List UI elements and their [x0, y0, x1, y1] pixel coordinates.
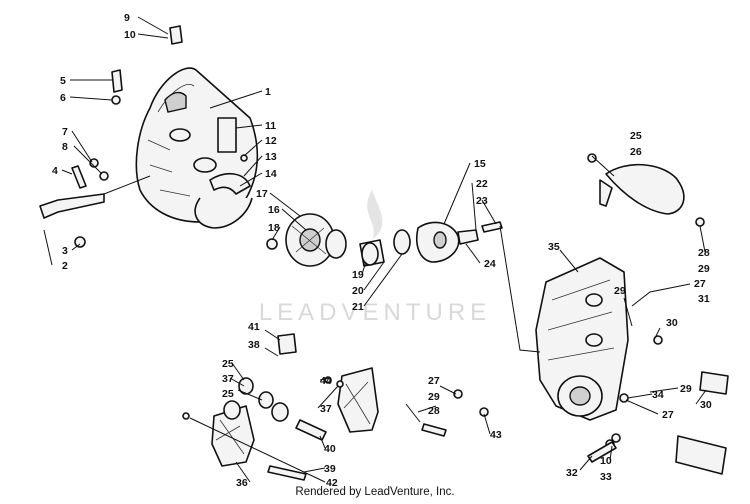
callout-5: 5: [60, 75, 66, 87]
callout-42: 42: [326, 477, 338, 489]
callout-29: 29: [680, 383, 692, 395]
callout-27: 27: [428, 375, 440, 387]
callout-11: 11: [265, 120, 276, 132]
callout-3: 3: [62, 245, 68, 257]
callout-27: 27: [694, 278, 706, 290]
callout-30: 30: [700, 399, 712, 411]
callout-13: 13: [265, 151, 277, 163]
callout-37: 37: [320, 403, 332, 415]
callout-32: 32: [566, 467, 578, 479]
callout-24: 24: [484, 258, 496, 270]
callout-17: 17: [256, 188, 268, 200]
callout-34: 34: [652, 389, 664, 401]
callout-21: 21: [352, 301, 364, 313]
callout-44: 44: [320, 375, 332, 387]
callout-6: 6: [60, 92, 66, 104]
callout-labels: 9 10 5 6 1 11 12 13 14 7 8 4 3 2 17 16 1…: [52, 12, 712, 489]
callout-37: 37: [222, 373, 234, 385]
gear-case-housing: [535, 153, 729, 475]
leader-lines: [43, 16, 707, 483]
chaincase-cover-assembly: [39, 25, 259, 248]
callout-8: 8: [62, 141, 68, 153]
callout-33: 33: [600, 471, 612, 483]
callout-25: 25: [222, 388, 234, 400]
callout-9: 9: [124, 12, 130, 24]
brake-caliper-assembly: [182, 333, 379, 481]
callout-31: 31: [698, 293, 710, 305]
callout-29: 29: [428, 391, 440, 403]
callout-38: 38: [248, 339, 260, 351]
callout-23: 23: [476, 195, 488, 207]
callout-18: 18: [268, 222, 280, 234]
callout-35: 35: [548, 241, 560, 253]
callout-27: 27: [662, 409, 674, 421]
callout-19: 19: [352, 269, 364, 281]
callout-2: 2: [62, 260, 68, 272]
callout-28: 28: [698, 247, 710, 259]
callout-26: 26: [630, 146, 642, 158]
callout-16: 16: [268, 204, 280, 216]
callout-15: 15: [474, 158, 486, 170]
callout-14: 14: [265, 168, 277, 180]
callout-22: 22: [476, 178, 488, 190]
callout-10: 10: [124, 29, 136, 41]
callout-12: 12: [265, 135, 277, 147]
callout-4: 4: [52, 165, 58, 177]
callout-25: 25: [222, 358, 234, 370]
callout-28: 28: [428, 405, 440, 417]
callout-1: 1: [265, 86, 271, 98]
callout-39: 39: [324, 463, 336, 475]
callout-30: 30: [666, 317, 678, 329]
callout-10: 10: [600, 455, 612, 467]
callout-25: 25: [630, 130, 642, 142]
callout-29: 29: [614, 285, 626, 297]
callout-43: 43: [490, 429, 502, 441]
callout-36: 36: [236, 477, 248, 489]
callout-41: 41: [248, 321, 260, 333]
callout-29: 29: [698, 263, 710, 275]
svg-text:LEADVENTURE: LEADVENTURE: [259, 299, 491, 326]
callout-20: 20: [352, 285, 364, 297]
pulley-center-assembly: [266, 213, 503, 267]
callout-40: 40: [324, 443, 336, 455]
misc-hardware: [421, 389, 617, 463]
render-credit: Rendered by LeadVenture, Inc.: [295, 486, 455, 498]
callout-7: 7: [62, 126, 68, 138]
leadventure-watermark: LEADVENTURE: [259, 190, 491, 326]
